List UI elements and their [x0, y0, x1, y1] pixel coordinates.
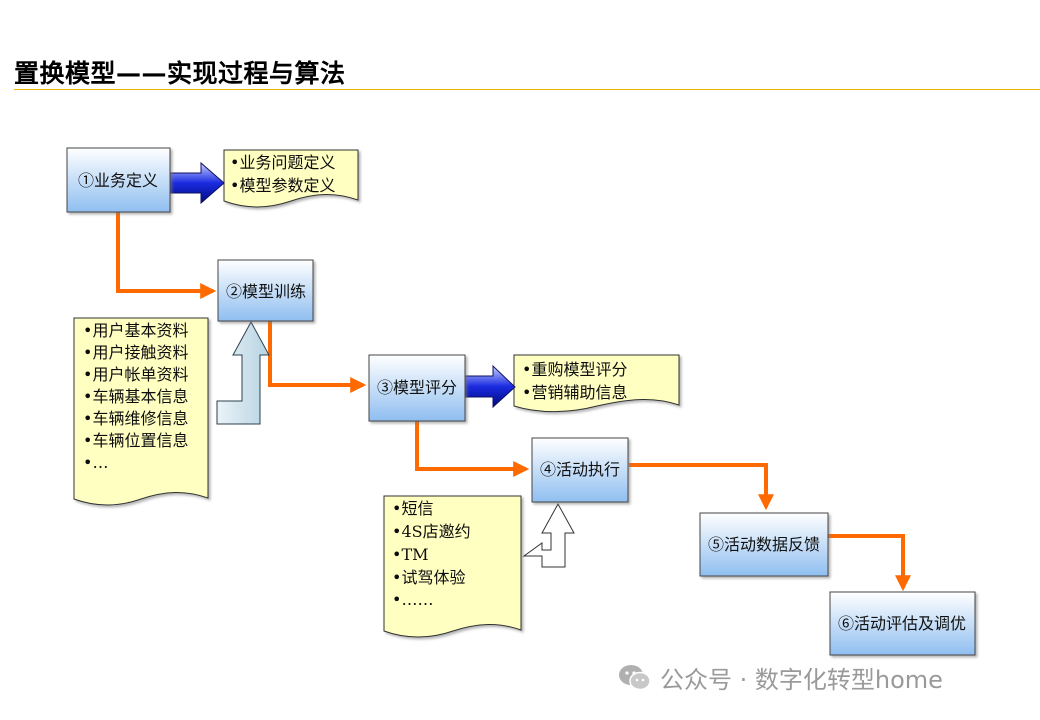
step-model-training: ②模型训练	[217, 259, 314, 322]
note-line: •用户基本资料	[83, 321, 188, 340]
process-connectors	[116, 212, 911, 592]
note-line: •业务问题定义	[230, 153, 335, 172]
note-line: •车辆位置信息	[83, 431, 188, 450]
note-line: •……	[392, 590, 433, 609]
note-line: •模型参数定义	[230, 176, 335, 195]
note-line: •TM	[392, 545, 429, 564]
step-label: ③模型评分	[377, 378, 457, 397]
note-line: •4S店邀约	[392, 522, 471, 541]
step-label: ④活动执行	[540, 460, 620, 479]
connector-step2-to-step3	[268, 321, 367, 393]
step-label: ⑥活动评估及调优	[838, 614, 966, 633]
note-business-definition: •业务问题定义 •模型参数定义	[223, 149, 359, 208]
connector-step4-to-step5	[629, 463, 774, 511]
watermark-text: 公众号 · 数字化转型home	[660, 666, 943, 694]
input-arrow-to-training	[216, 320, 270, 425]
blue-arrow-to-definition-note	[169, 161, 225, 205]
connector-step1-to-step2	[116, 212, 217, 299]
note-line: •用户接触资料	[83, 343, 188, 362]
step-label: ⑤活动数据反馈	[708, 535, 820, 554]
note-line: •车辆维修信息	[83, 409, 188, 428]
note-line: •车辆基本信息	[83, 387, 188, 406]
step-label: ①业务定义	[78, 171, 158, 190]
blue-arrow-to-scoring-note	[464, 364, 516, 409]
step-business-definition: ①业务定义	[66, 147, 171, 213]
connector-step3-to-step4	[415, 421, 530, 477]
note-line: •…	[83, 453, 108, 472]
channel-arrow-to-execution	[522, 502, 575, 568]
step-activity-execution: ④活动执行	[531, 437, 629, 503]
watermark: 公众号 · 数字化转型home	[618, 660, 943, 695]
note-line: •短信	[392, 499, 433, 518]
note-line: •营销辅助信息	[522, 383, 627, 402]
note-line: •用户帐单资料	[83, 365, 188, 384]
note-scoring-outputs: •重购模型评分 •营销辅助信息	[513, 354, 680, 413]
step-evaluation-tuning: ⑥活动评估及调优	[829, 591, 976, 656]
note-line: •试驾体验	[392, 568, 465, 587]
step-model-scoring: ③模型评分	[368, 354, 466, 422]
wechat-icon	[619, 664, 651, 690]
step-label: ②模型训练	[226, 282, 306, 301]
note-activity-channels: •短信 •4S店邀约 •TM •试驾体验 •……	[383, 495, 522, 638]
title-divider	[14, 89, 1040, 90]
note-training-inputs: •用户基本资料 •用户接触资料 •用户帐单资料 •车辆基本信息 •车辆维修信息 …	[73, 317, 209, 506]
connector-step5-to-step6	[828, 534, 911, 592]
page-title: 置换模型——实现过程与算法	[14, 59, 346, 88]
step-activity-feedback: ⑤活动数据反馈	[699, 512, 829, 577]
note-line: •重购模型评分	[522, 360, 627, 379]
